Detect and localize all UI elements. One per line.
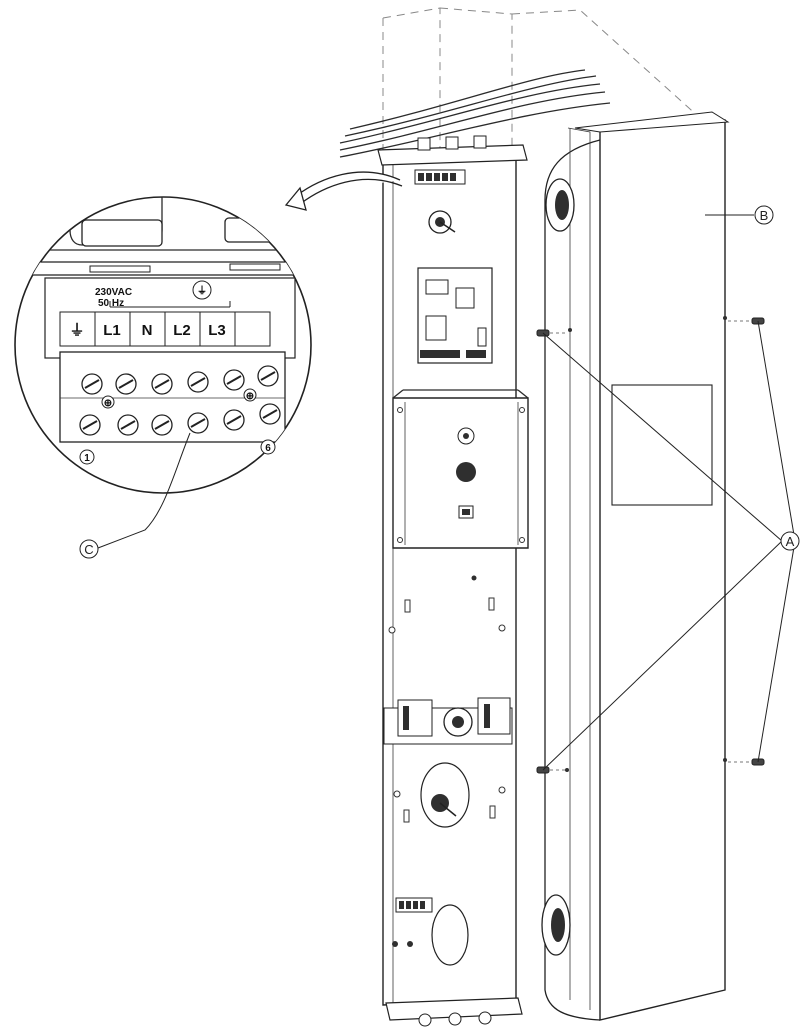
svg-text:B: B — [760, 208, 769, 223]
terminal-number-last: 6 — [265, 443, 271, 454]
terminal-number-first: 1 — [84, 453, 90, 464]
callout-c: C — [79, 539, 99, 559]
terminal-label-earth: ⏚ — [69, 322, 84, 339]
screws — [536, 317, 765, 774]
svg-text:C: C — [84, 542, 93, 557]
svg-text:⊕: ⊕ — [246, 391, 254, 402]
svg-text:A: A — [786, 534, 795, 549]
mounting-plate — [377, 135, 529, 1027]
voltage-label: 230VAC — [95, 287, 132, 298]
callout-a: A — [780, 531, 800, 551]
cables — [339, 69, 611, 158]
detail-arrow — [284, 171, 403, 211]
front-cover — [541, 111, 730, 1021]
callout-a-leaders — [542, 320, 796, 771]
frequency-label: 50 Hz — [98, 298, 124, 309]
svg-text:⊕: ⊕ — [104, 398, 112, 409]
dashed-cover-outline — [382, 7, 701, 160]
terminal-label-l1: L1 — [103, 322, 121, 339]
terminal-label-l3: L3 — [208, 322, 226, 339]
terminal-label-l2: L2 — [173, 322, 191, 339]
svg-text:⏚: ⏚ — [197, 285, 207, 297]
callout-b: B — [754, 205, 774, 225]
terminal-inset: ⏚ — [14, 196, 312, 494]
terminal-label-n: N — [142, 322, 153, 339]
callout-c-leader — [97, 432, 191, 549]
